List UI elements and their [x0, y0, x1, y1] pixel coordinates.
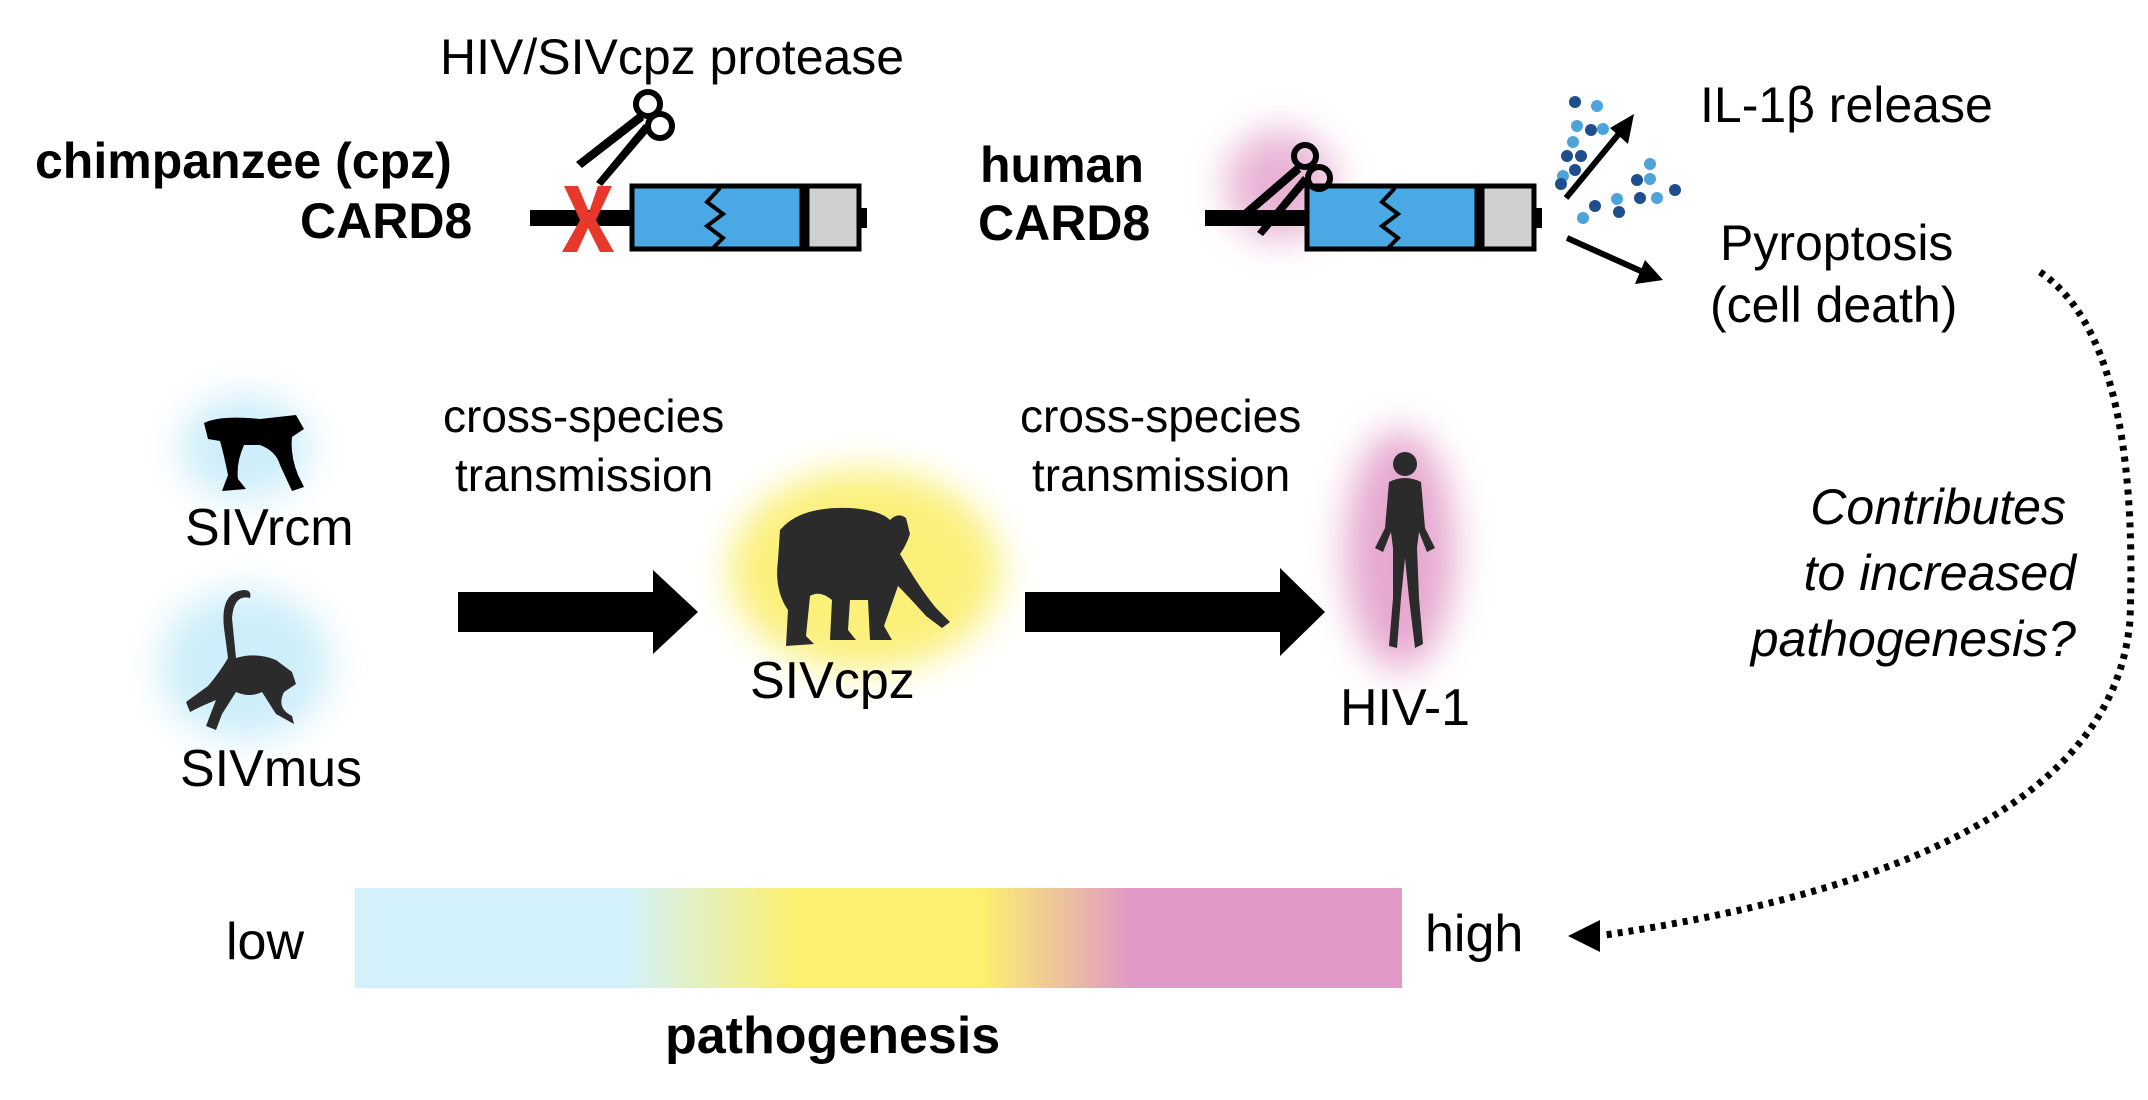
chimp-card8-construct: [530, 183, 867, 252]
hiv1-label: HIV-1: [1340, 679, 1471, 737]
c-terminal-tab: [861, 208, 867, 228]
chimp-species-label: chimpanzee (cpz): [35, 133, 452, 189]
il1b-particle: [1575, 150, 1587, 162]
sivcpz-label: SIVcpz: [750, 652, 915, 710]
il1b-particle: [1555, 178, 1567, 190]
autoprocessing-zigzag: [1378, 186, 1402, 250]
red-capped-mangabey-icon: [204, 415, 304, 491]
il1b-particle: [1591, 100, 1603, 112]
il1b-particles: [1555, 96, 1681, 224]
question-line-3: pathogenesis?: [1750, 611, 2076, 667]
il1b-particle: [1613, 206, 1625, 218]
human-icon: [1375, 452, 1435, 648]
card-domain: [804, 183, 862, 252]
human-gene-label: CARD8: [978, 195, 1151, 251]
il1b-particle: [1567, 136, 1579, 148]
il1b-particle: [1571, 120, 1583, 132]
il1b-particle: [1585, 124, 1597, 136]
scissors-cutting-icon: [1239, 142, 1333, 236]
blocked-x-icon: [562, 186, 614, 252]
pathogenesis-gradient-bar: [355, 888, 1402, 988]
chimp-gene-label: CARD8: [300, 193, 473, 249]
il1b-particle: [1569, 96, 1581, 108]
question-line-2: to increased: [1803, 545, 2076, 601]
scale-low-label: low: [226, 913, 305, 971]
sivmus-label: SIVmus: [180, 740, 363, 798]
il1b-particle: [1577, 212, 1589, 224]
transmission-arrow-2: [1025, 568, 1325, 656]
chimpanzee-icon: [777, 507, 950, 646]
transmission-label-1-line1: cross-species: [443, 390, 725, 442]
card-domain: [1479, 183, 1537, 252]
question-line-1: Contributes: [1810, 479, 2066, 535]
mustached-monkey-icon: [186, 590, 296, 730]
pyroptosis-label: Pyroptosis: [1720, 215, 1954, 271]
il1b-particle: [1611, 193, 1623, 205]
il1b-particle: [1589, 200, 1601, 212]
cell-death-label: (cell death): [1710, 277, 1958, 333]
transmission-arrow-1: [458, 570, 698, 654]
transmission-label-2-line1: cross-species: [1020, 390, 1302, 442]
il1b-particle: [1644, 158, 1656, 170]
arrow-to-il1b: [1563, 114, 1634, 200]
autoprocessing-zigzag: [703, 186, 727, 250]
scale-title: pathogenesis: [665, 1007, 1001, 1065]
il1b-particle: [1634, 192, 1646, 204]
transmission-label-2-line2: transmission: [1032, 449, 1291, 501]
scissors-icon: [576, 89, 675, 186]
n-terminal-linker: [1205, 210, 1310, 226]
arrow-to-pyroptosis: [1565, 235, 1663, 284]
il1b-release-label: IL-1β release: [1700, 77, 1993, 133]
il1b-particle: [1651, 192, 1663, 204]
human-card8-construct: [1205, 183, 1542, 252]
transmission-label-1-line2: transmission: [455, 449, 714, 501]
sivrcm-label: SIVrcm: [185, 499, 354, 557]
scale-high-label: high: [1425, 905, 1524, 963]
il1b-particle: [1631, 174, 1643, 186]
c-terminal-tab: [1536, 208, 1542, 228]
human-species-label: human: [980, 137, 1144, 193]
il1b-particle: [1597, 123, 1609, 135]
il1b-particle: [1561, 150, 1573, 162]
il1b-particle: [1669, 184, 1681, 196]
il1b-particle: [1569, 164, 1581, 176]
protease-label: HIV/SIVcpz protease: [440, 29, 905, 85]
il1b-particle: [1644, 173, 1656, 185]
